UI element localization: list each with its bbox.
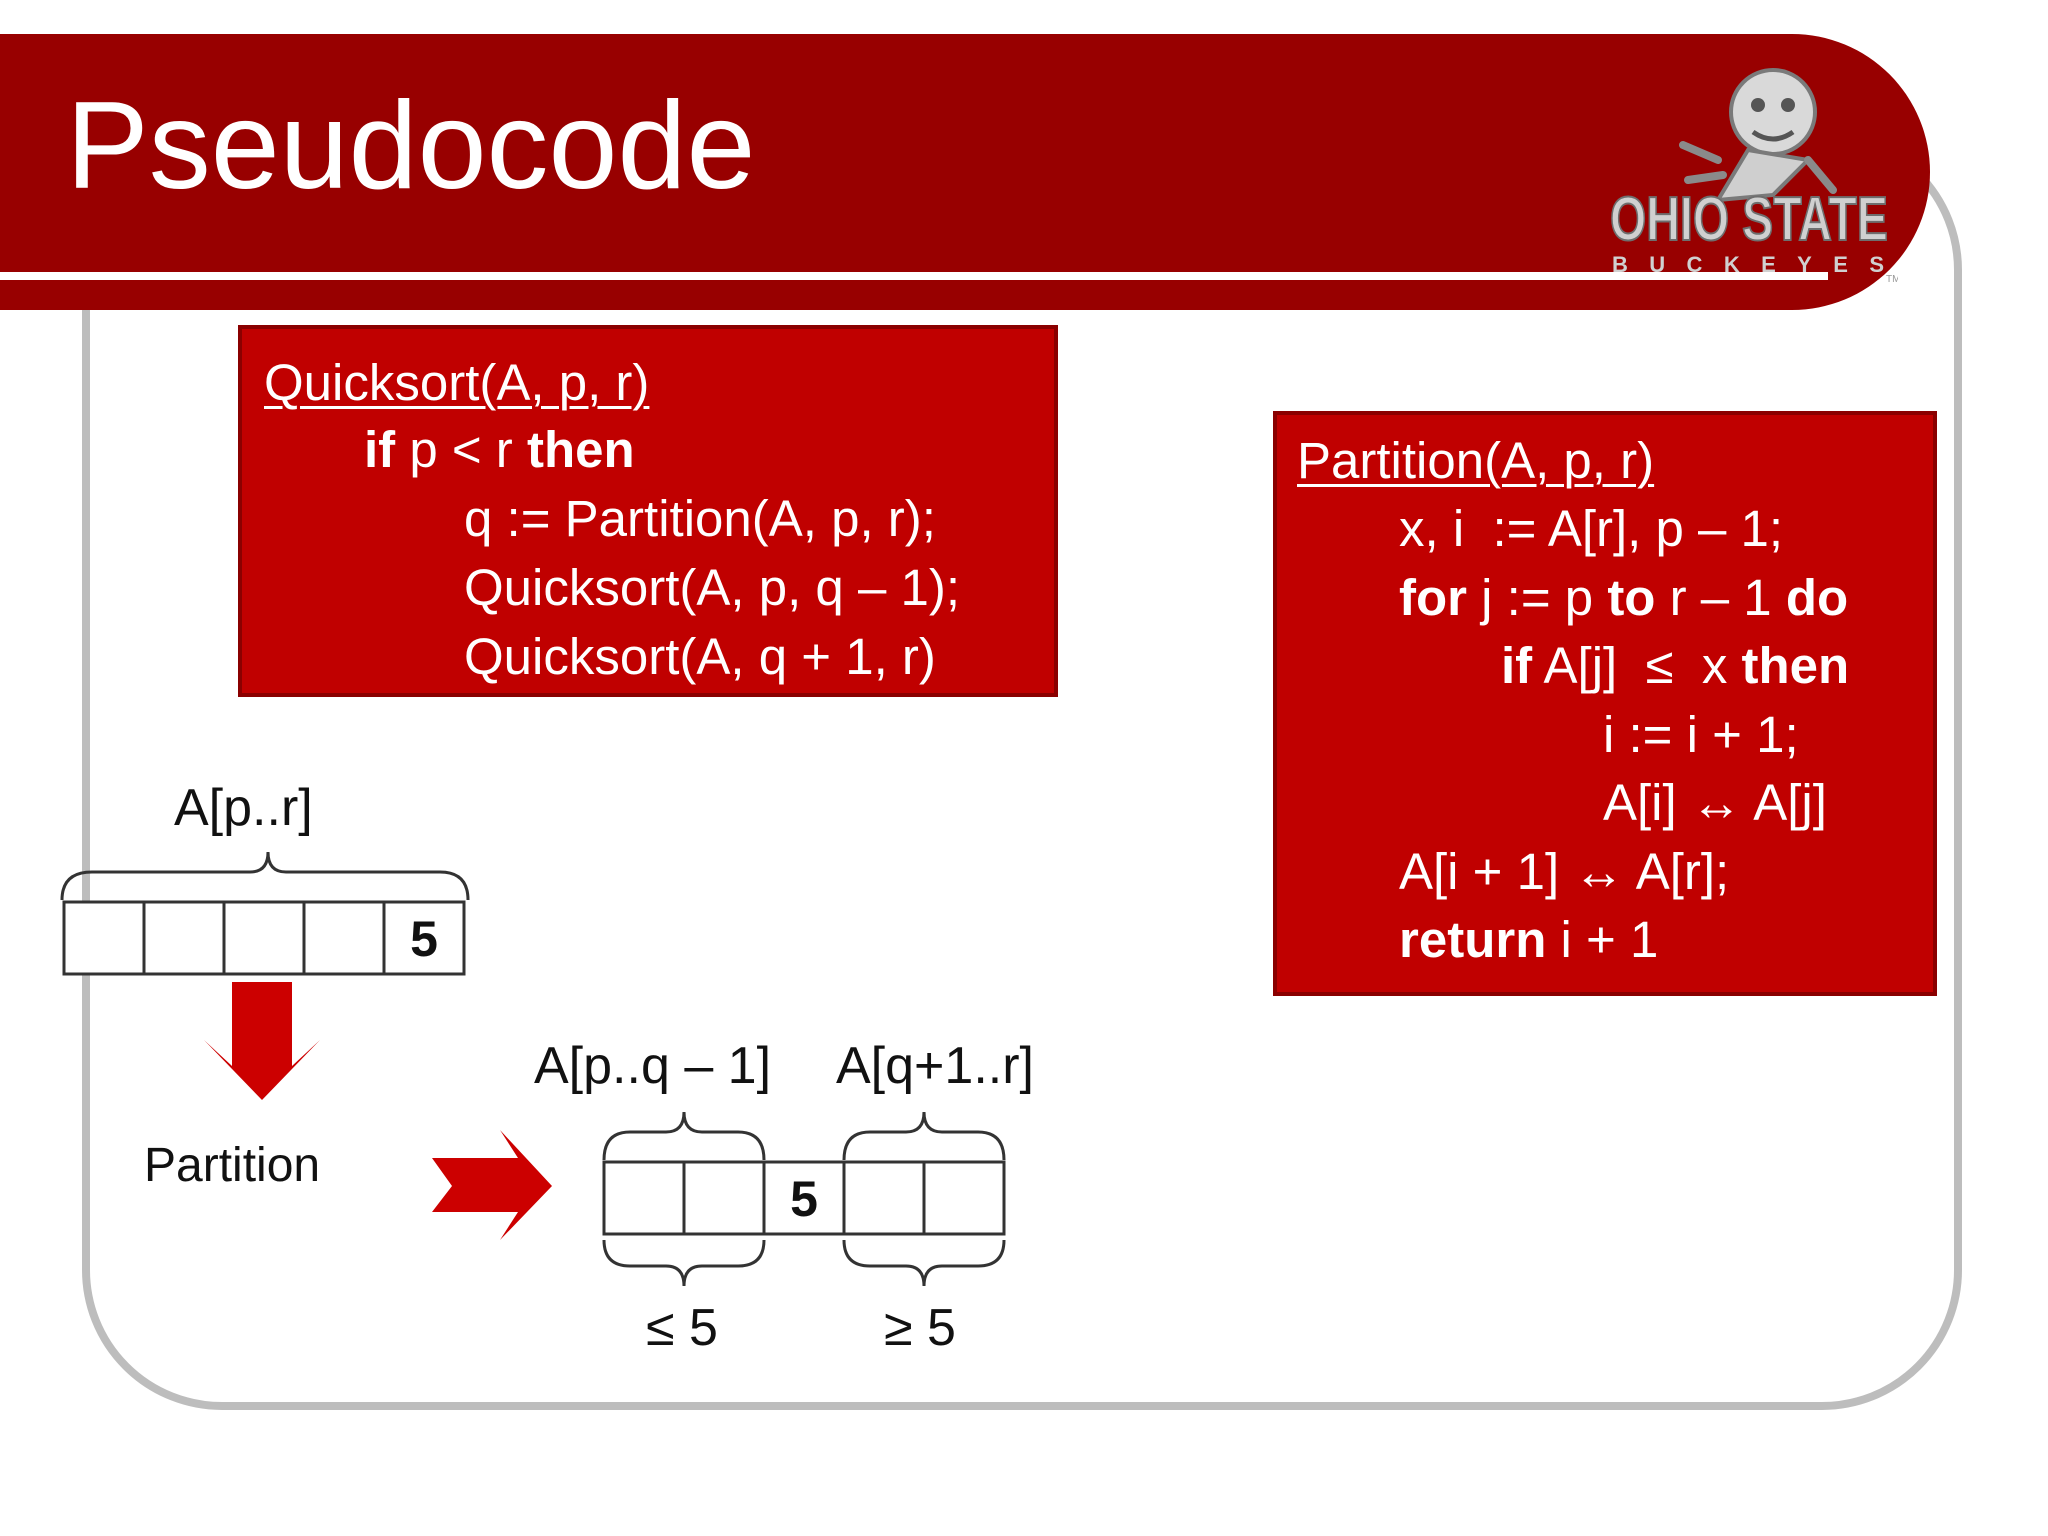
left-top-brace bbox=[602, 1111, 766, 1161]
partition-header: Partition(A, p, r) bbox=[1297, 432, 1655, 489]
mascot-icon bbox=[1679, 68, 1837, 203]
right-top-brace bbox=[842, 1111, 1006, 1161]
code-text: x, i := A[r], p – 1; bbox=[1399, 500, 1784, 557]
partition-step-label: Partition bbox=[144, 1139, 321, 1192]
code-keyword: return bbox=[1399, 911, 1547, 968]
quicksort-code-box: Quicksort(A, p, r) if p < r then q := Par… bbox=[238, 325, 1058, 697]
code-keyword: then bbox=[1741, 637, 1850, 694]
code-text: Quicksort(A, p, q – 1); bbox=[464, 559, 961, 616]
code-line: return i + 1 bbox=[1399, 914, 1658, 965]
partitioned-array bbox=[602, 1160, 1006, 1236]
code-keyword: to bbox=[1607, 568, 1656, 626]
code-line: if p < r then bbox=[364, 424, 635, 475]
code-text: q := Partition(A, p, r); bbox=[464, 490, 936, 547]
left-condition-label: ≤ 5 bbox=[646, 1299, 718, 1357]
code-line: A[i] ↔ A[j] bbox=[1603, 777, 1827, 828]
right-condition-label: ≥ 5 bbox=[884, 1299, 956, 1357]
right-subarray-label: A[q+1..r] bbox=[836, 1037, 1034, 1095]
left-bottom-brace bbox=[602, 1239, 766, 1287]
code-text: A[i + 1] ↔ A[r]; bbox=[1399, 842, 1730, 900]
original-array bbox=[62, 900, 466, 976]
code-text: j := p bbox=[1466, 568, 1608, 626]
right-arrow-icon bbox=[432, 1130, 552, 1240]
down-arrow-icon bbox=[204, 982, 320, 1100]
code-line: x, i := A[r], p – 1; bbox=[1399, 503, 1783, 554]
array-brace bbox=[60, 851, 470, 901]
code-keyword: for bbox=[1399, 568, 1467, 626]
code-text: i + 1 bbox=[1546, 911, 1659, 968]
code-text: Quicksort(A, q + 1, r) bbox=[464, 628, 936, 685]
code-line: for j := p to r – 1 do bbox=[1399, 572, 1848, 623]
banner-divider bbox=[0, 272, 1828, 280]
right-bottom-brace bbox=[842, 1239, 1006, 1287]
code-line: Quicksort(A, q + 1, r) bbox=[464, 631, 936, 682]
left-subarray-label: A[p..q – 1] bbox=[534, 1037, 772, 1095]
code-line: if A[j] ≤ x then bbox=[1501, 640, 1849, 691]
code-keyword: do bbox=[1785, 568, 1849, 626]
code-text: r – 1 bbox=[1655, 568, 1786, 626]
code-keyword: if bbox=[364, 421, 396, 478]
code-text: p < r bbox=[395, 421, 527, 478]
ohio-state-logo: OHIO STATE BUCKEYES TM bbox=[1609, 68, 1898, 285]
original-pivot-cell: 5 bbox=[410, 911, 438, 967]
code-line: A[i + 1] ↔ A[r]; bbox=[1399, 846, 1729, 897]
code-line: i := i + 1; bbox=[1603, 709, 1799, 760]
code-keyword: if bbox=[1501, 637, 1533, 694]
title-banner bbox=[0, 34, 1930, 310]
logo-wordmark: OHIO STATE bbox=[1610, 185, 1888, 254]
code-keyword: then bbox=[526, 421, 635, 478]
slide-title: Pseudocode bbox=[66, 77, 756, 215]
partitioned-pivot-cell: 5 bbox=[790, 1171, 818, 1227]
array-label: A[p..r] bbox=[174, 779, 313, 837]
code-text: A[j] ≤ x bbox=[1532, 637, 1742, 694]
code-line: Quicksort(A, p, q – 1); bbox=[464, 562, 960, 613]
logo-trademark: TM bbox=[1886, 274, 1898, 285]
code-text: i := i + 1; bbox=[1603, 705, 1799, 763]
code-line: q := Partition(A, p, r); bbox=[464, 493, 936, 544]
partition-code-box: Partition(A, p, r) x, i := A[r], p – 1; f… bbox=[1273, 411, 1937, 996]
code-text: A[i] ↔ A[j] bbox=[1603, 774, 1827, 831]
quicksort-header: Quicksort(A, p, r) bbox=[264, 354, 650, 411]
